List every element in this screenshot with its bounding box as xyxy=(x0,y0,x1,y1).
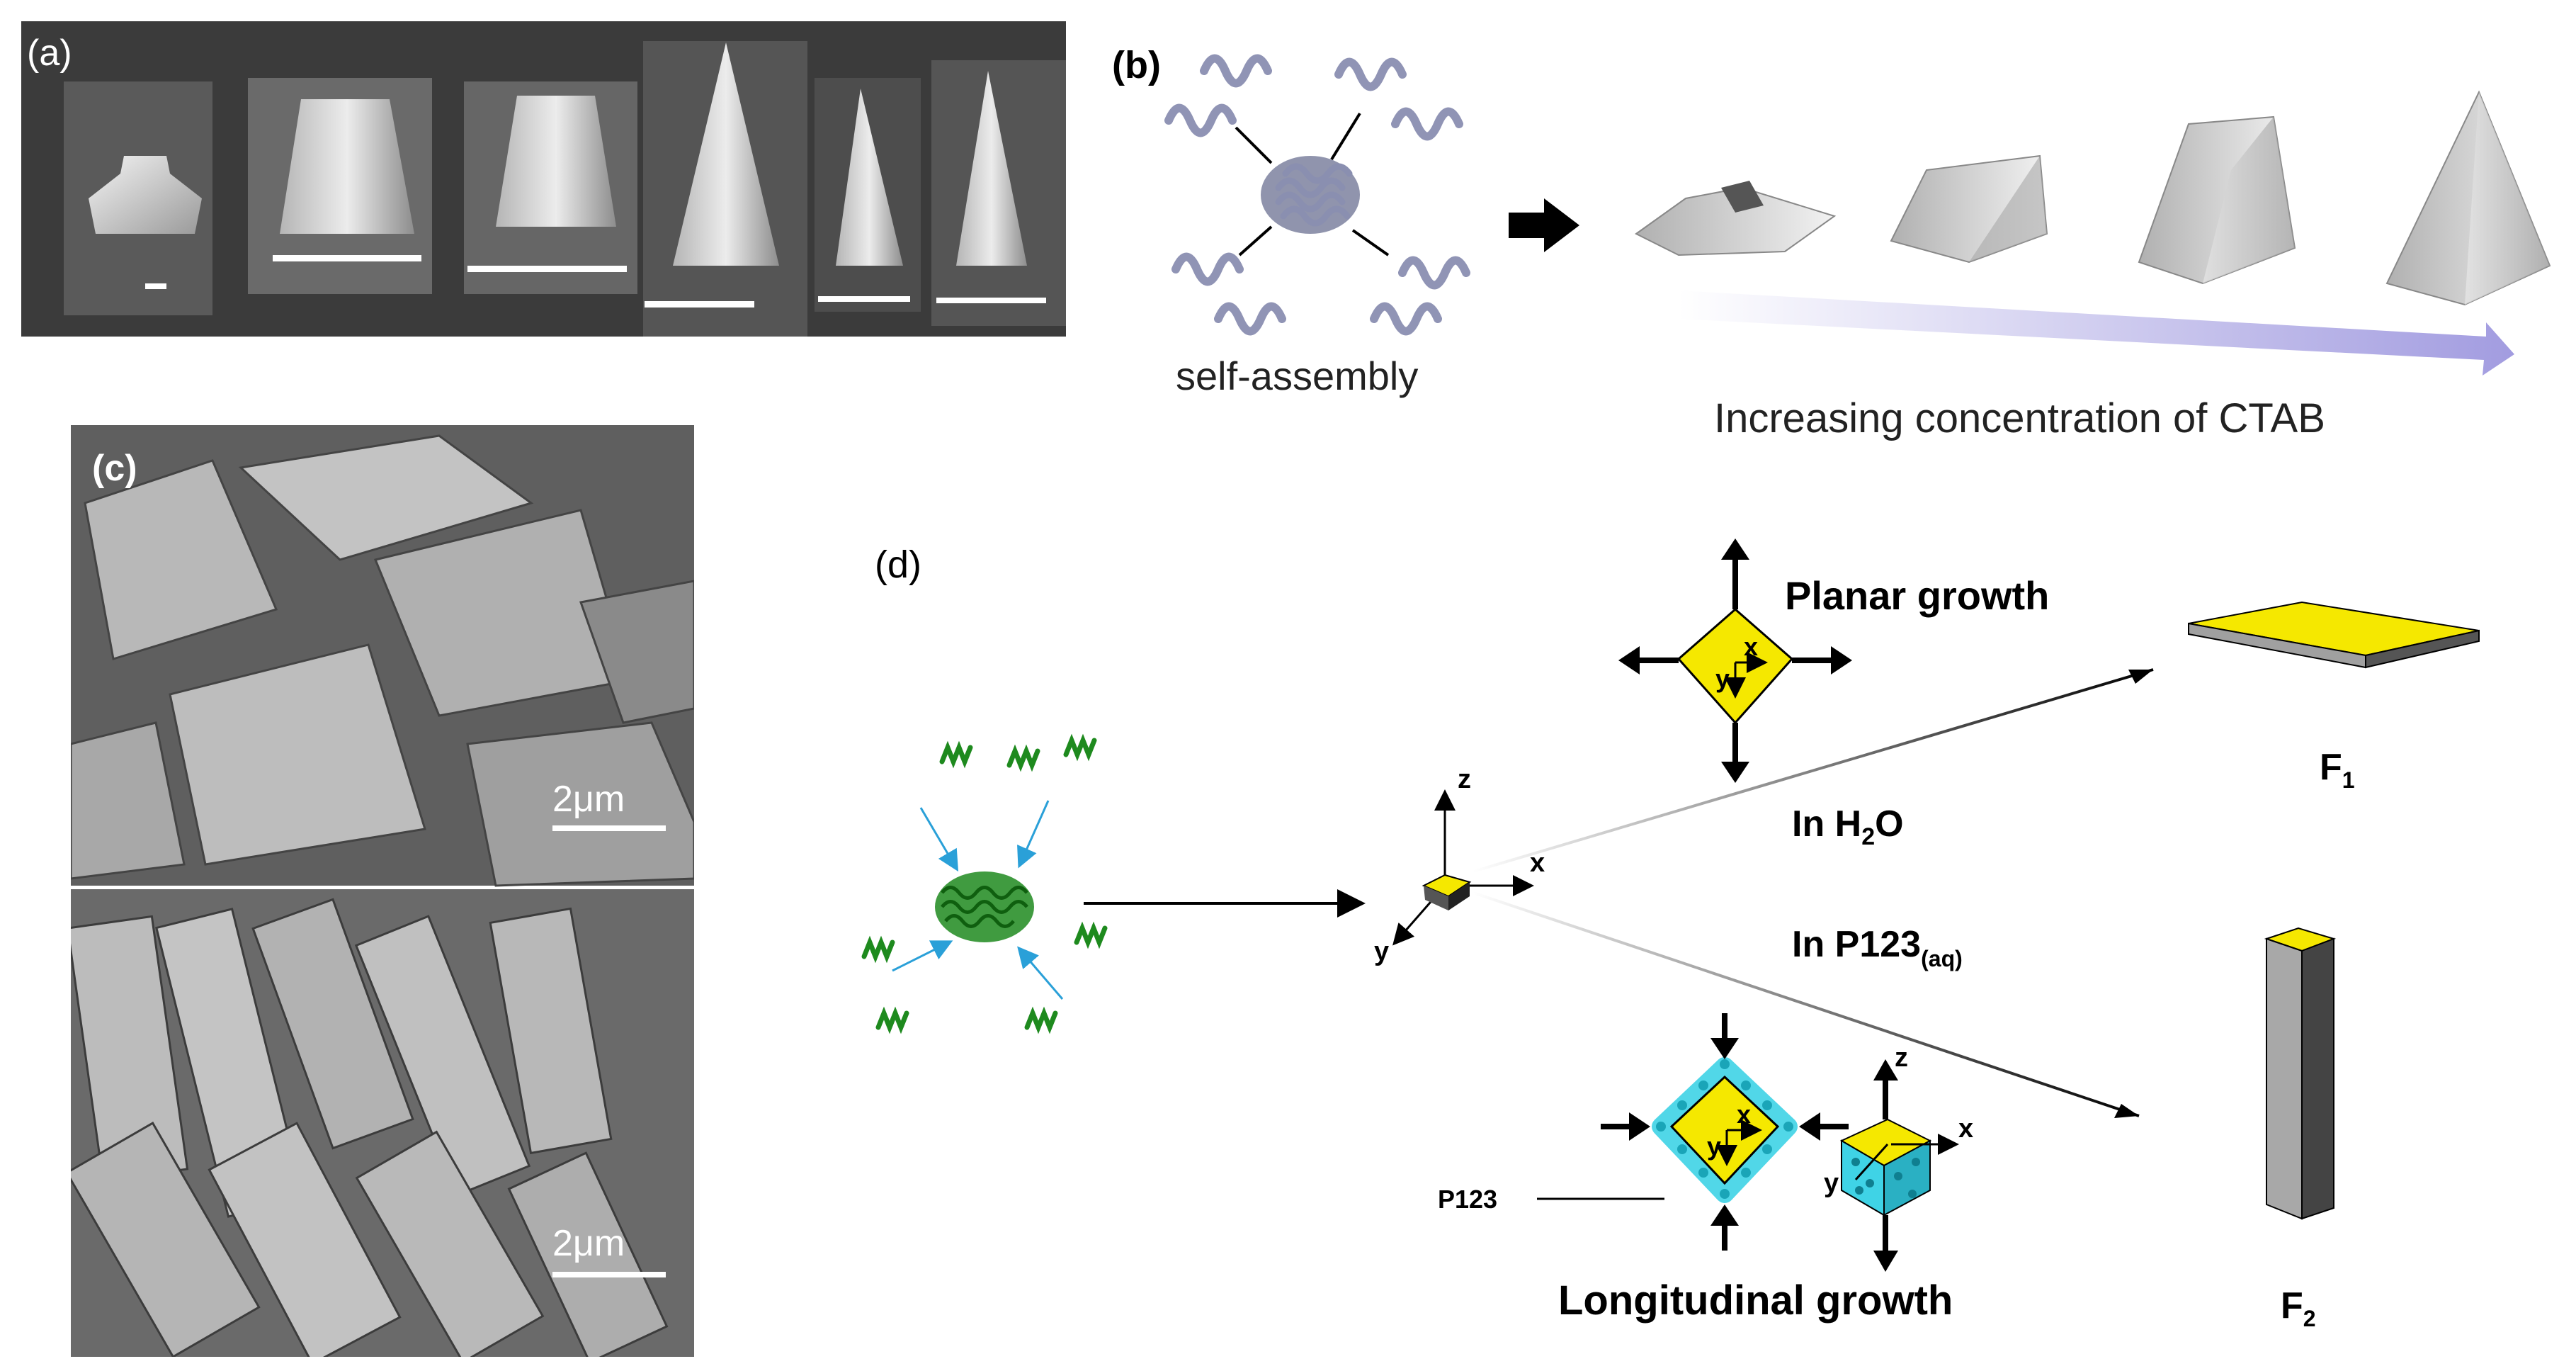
arrow-to-f1 xyxy=(1473,668,2154,873)
longitudinal-growth-label: Longitudinal growth xyxy=(1558,1277,1953,1324)
panel-a-sem-images: (a) xyxy=(21,21,1066,337)
nucleus-axis-y: y xyxy=(1374,937,1389,966)
sem-crystal-2 xyxy=(248,78,432,294)
surfactant-molecules xyxy=(1164,54,1470,336)
panel-d-label: (d) xyxy=(875,543,921,586)
panel-a-label: (a) xyxy=(27,33,72,74)
panel-c-sem-images: 2μm (c) 2μm xyxy=(65,425,696,1365)
planar-growth-label: Planar growth xyxy=(1785,573,2049,618)
shape-truncated-high xyxy=(2138,115,2296,285)
shape-flat-platelet xyxy=(1635,181,1837,256)
shape-full-pyramid xyxy=(2385,90,2551,306)
self-assembly-label: self-assembly xyxy=(1176,354,1418,398)
f2-label: F2 xyxy=(2281,1285,2316,1331)
panel-b-diagram: (b) xyxy=(1112,44,2551,441)
longitudinal-growth-diagram: x y P123 Longitudinal growth xyxy=(1438,1013,1953,1324)
panel-c: 2μm (c) 2μm xyxy=(65,425,696,1365)
panel-d-diagram: (d) xyxy=(861,538,2480,1331)
green-surfactant-cluster xyxy=(861,733,1108,1034)
panel-c-label: (c) xyxy=(92,448,137,489)
nucleus-axis-z: z xyxy=(1458,765,1471,794)
f1-plate: F1 xyxy=(2188,601,2480,793)
planar-axis-y: y xyxy=(1715,664,1730,693)
f1-label: F1 xyxy=(2320,747,2355,793)
coated-nucleus: z x y xyxy=(1824,1043,1973,1272)
longitudinal-axis-y: y xyxy=(1707,1132,1721,1161)
shape-truncated-low xyxy=(1890,154,2048,264)
planar-axis-x: x xyxy=(1744,632,1758,661)
longitudinal-axis-x: x xyxy=(1737,1100,1751,1129)
in-water-label: In H2O xyxy=(1792,803,1904,850)
panel-b-label: (b) xyxy=(1112,44,1161,86)
nucleus-with-axes: z x y xyxy=(1374,765,1545,966)
transition-arrow xyxy=(1509,198,1579,252)
planar-growth-diagram: x y Planar growth xyxy=(1618,538,2049,783)
f2-rod: F2 xyxy=(2264,927,2337,1331)
panel-b: (b) xyxy=(1098,21,2571,453)
panel-a: (a) xyxy=(21,21,1066,337)
sem-crystal-4 xyxy=(643,41,807,337)
sem-crystal-5 xyxy=(815,78,921,312)
cube-axis-x: x xyxy=(1958,1114,1973,1144)
surfactant-cluster xyxy=(1164,54,1470,336)
sem-plates-image: 2μm xyxy=(69,425,696,887)
cube-axis-z: z xyxy=(1895,1043,1908,1073)
sem-crystal-6 xyxy=(931,60,1066,326)
scale-label-top: 2μm xyxy=(552,779,625,820)
cube-axis-y: y xyxy=(1824,1168,1839,1198)
p123-label: P123 xyxy=(1438,1185,1497,1214)
panel-d: (d) xyxy=(850,510,2550,1360)
scale-label-bottom: 2μm xyxy=(552,1223,625,1264)
sem-crystal-3 xyxy=(464,81,637,294)
concentration-gradient-arrow xyxy=(1679,290,2514,376)
nucleus-axis-x: x xyxy=(1530,848,1545,878)
sem-rods-image: 2μm xyxy=(65,889,694,1365)
sem-crystal-1 xyxy=(64,81,212,315)
concentration-label: Increasing concentration of CTAB xyxy=(1714,395,2325,441)
in-p123-label: In P123(aq) xyxy=(1792,924,1963,971)
green-surfactant-molecules xyxy=(861,733,1108,1034)
arrow-to-f2 xyxy=(1473,891,2140,1117)
